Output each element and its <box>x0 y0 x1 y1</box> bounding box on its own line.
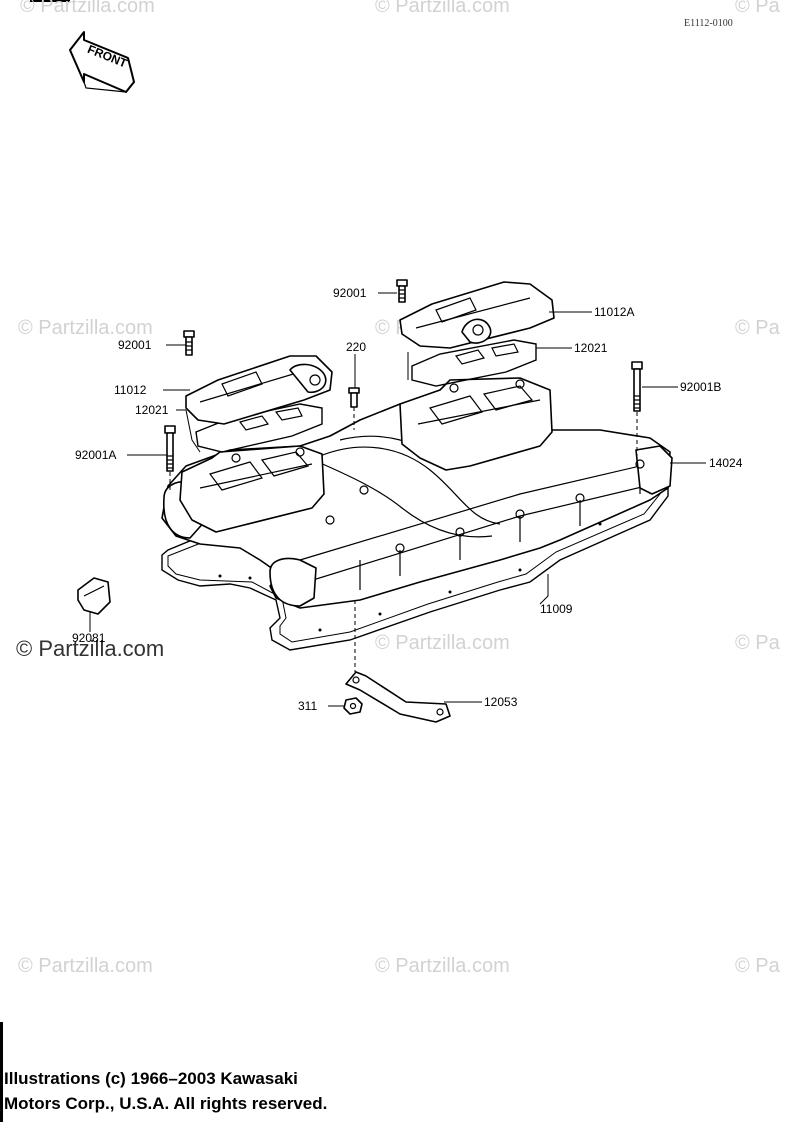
screw-220 <box>348 387 360 408</box>
front-arrow-icon: FRONT <box>69 31 135 93</box>
label-11012A: 11012A <box>594 305 634 319</box>
cap-92081 <box>77 577 111 615</box>
label-92001A: 92001A <box>75 448 116 462</box>
leader-lines <box>89 292 706 707</box>
bolt-92001B <box>631 361 643 412</box>
left-edge-mark <box>0 1022 3 1122</box>
bolt-92001-top <box>396 279 408 303</box>
watermark: © Partzilla.com <box>375 955 510 977</box>
watermark-dark: © Partzilla.com <box>16 636 164 661</box>
top-edge-mark <box>30 0 70 2</box>
watermark: © Pa <box>735 632 781 654</box>
gasket-12021-right <box>411 339 537 387</box>
nut-311 <box>343 697 363 715</box>
breather-frame-left <box>179 445 325 533</box>
bracket-12053 <box>345 671 451 723</box>
watermark: © Partzilla.com <box>375 632 510 654</box>
watermark: © Partzilla.com <box>18 955 153 977</box>
label-92001-top: 92001 <box>333 286 367 300</box>
copyright-notice: Illustrations (c) 1966–2003 Kawasaki Mot… <box>4 1066 327 1116</box>
watermark: © Pa <box>735 317 781 339</box>
label-92001-left: 92001 <box>118 338 152 352</box>
watermark: © Partzilla.com <box>18 317 153 339</box>
watermark: © Partzilla.com <box>20 0 155 17</box>
cover-11012A <box>399 281 555 349</box>
label-14024: 14024 <box>709 456 743 470</box>
label-220: 220 <box>346 340 366 354</box>
watermark: © Pa <box>735 0 781 17</box>
label-11009: 11009 <box>540 602 573 616</box>
label-92081: 92081 <box>72 631 106 645</box>
diagram-code: E1112-0100 <box>684 18 733 29</box>
bolt-92001A <box>164 425 176 472</box>
copyright-line-2: Motors Corp., U.S.A. All rights reserved… <box>4 1094 328 1113</box>
label-12021-right: 12021 <box>574 341 608 355</box>
watermark: © Partzilla.com <box>375 0 510 17</box>
cover-11012 <box>185 355 333 425</box>
label-12021-left: 12021 <box>135 403 169 417</box>
label-12053: 12053 <box>484 695 518 709</box>
label-92001B: 92001B <box>680 380 721 394</box>
part-labels: 92001 11012A 92001 220 12021 11012 92001… <box>72 286 743 713</box>
copyright-line-1: Illustrations (c) 1966–2003 Kawasaki <box>4 1069 298 1088</box>
bolt-92001-left <box>183 330 195 356</box>
watermarks: © Partzilla.com © Partzilla.com © Pa © P… <box>16 0 781 977</box>
label-311: 311 <box>298 699 317 713</box>
breather-frame-right <box>399 377 553 471</box>
label-11012: 11012 <box>114 383 147 397</box>
watermark: © Pa <box>735 955 781 977</box>
